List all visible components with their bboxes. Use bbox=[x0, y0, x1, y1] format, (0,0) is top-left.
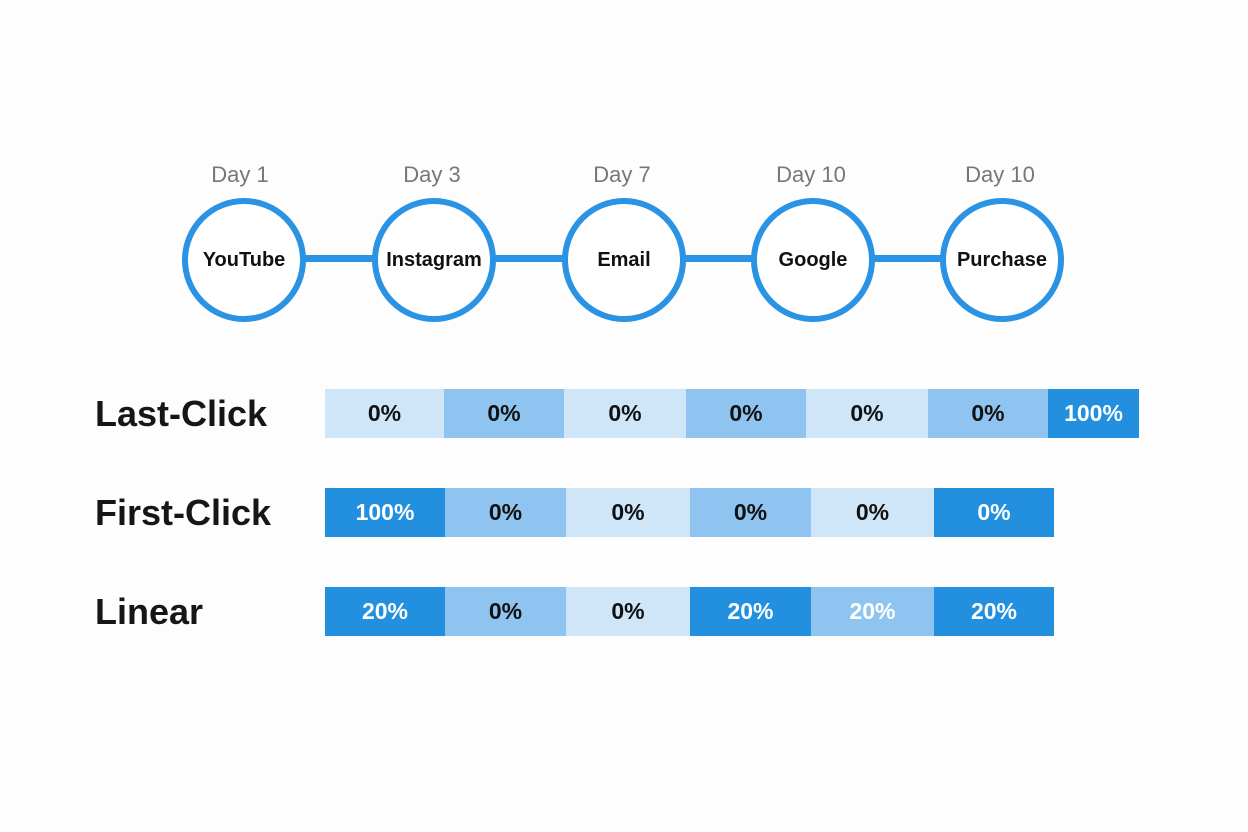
attribution-segment: 20% bbox=[811, 587, 934, 636]
attribution-segment: 20% bbox=[934, 587, 1054, 636]
touchpoint-node-purchase: Purchase bbox=[940, 198, 1064, 322]
attribution-segment: 0% bbox=[444, 389, 564, 438]
attribution-segment: 0% bbox=[806, 389, 928, 438]
model-label-last-click: Last-Click bbox=[95, 393, 268, 434]
attribution-segment: 20% bbox=[325, 587, 445, 636]
day-label: Day 1 bbox=[211, 162, 269, 187]
attribution-segment: 0% bbox=[564, 389, 686, 438]
touchpoint-node-instagram: Instagram bbox=[372, 198, 496, 322]
touchpoint-label: Purchase bbox=[956, 248, 1048, 271]
attribution-segment: 100% bbox=[325, 488, 445, 537]
attribution-segment: 0% bbox=[811, 488, 934, 537]
attribution-segment: 0% bbox=[445, 488, 566, 537]
attribution-segment: 0% bbox=[566, 488, 690, 537]
attribution-segment: 0% bbox=[686, 389, 806, 438]
day-label: Day 10 bbox=[965, 162, 1035, 187]
attribution-segment: 0% bbox=[325, 389, 444, 438]
touchpoint-label: Google bbox=[778, 248, 848, 271]
day-label: Day 7 bbox=[593, 162, 651, 187]
touchpoint-node-youtube: YouTube bbox=[182, 198, 306, 322]
connector-line bbox=[300, 255, 380, 262]
connector-line bbox=[680, 255, 760, 262]
touchpoint-node-email: Email bbox=[562, 198, 686, 322]
attribution-segment: 20% bbox=[690, 587, 811, 636]
connector-line bbox=[868, 255, 948, 262]
attribution-segment: 100% bbox=[1048, 389, 1139, 438]
day-label: Day 10 bbox=[776, 162, 846, 187]
touchpoint-node-google: Google bbox=[751, 198, 875, 322]
attribution-segment: 0% bbox=[445, 587, 566, 636]
touchpoint-label: Email bbox=[597, 248, 651, 271]
attribution-segment: 0% bbox=[690, 488, 811, 537]
attribution-segment: 0% bbox=[566, 587, 690, 636]
attribution-segment: 0% bbox=[928, 389, 1048, 438]
model-label-first-click: First-Click bbox=[95, 492, 272, 533]
attribution-segment: 0% bbox=[934, 488, 1054, 537]
touchpoint-label: Instagram bbox=[386, 248, 482, 271]
touchpoint-label: YouTube bbox=[202, 248, 286, 271]
model-label-linear: Linear bbox=[95, 591, 204, 632]
day-label: Day 3 bbox=[403, 162, 461, 187]
connector-line bbox=[490, 255, 570, 262]
